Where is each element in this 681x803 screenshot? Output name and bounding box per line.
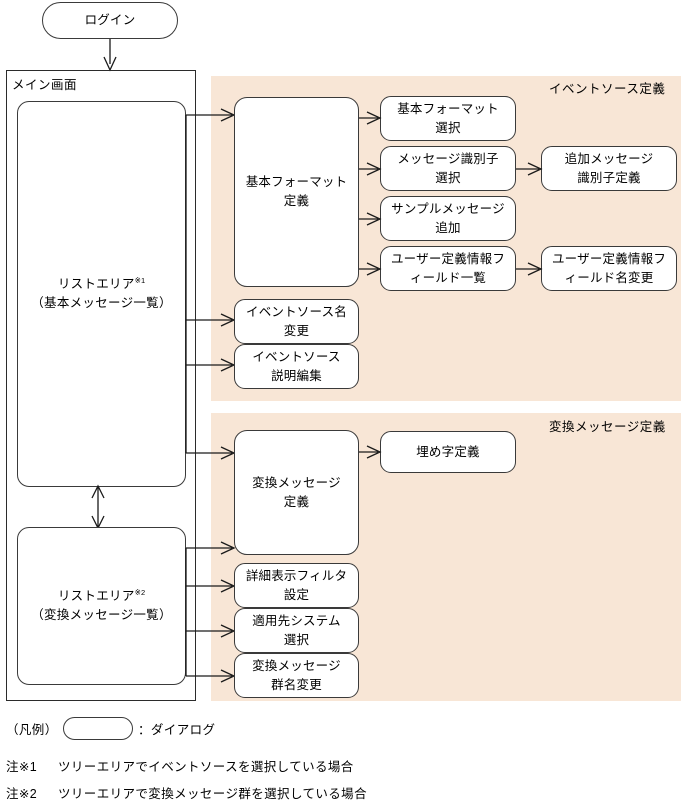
list-area-basic-messages-text: リストエリア※1 （基本メッセージ一覧） bbox=[31, 275, 172, 314]
node-user-defined-info-field-list[interactable]: ユーザー定義情報フ ィールド一覧 bbox=[380, 246, 516, 291]
legend-dialog-shape bbox=[63, 717, 133, 740]
node-sample-message-add[interactable]: サンプルメッセージ 追加 bbox=[380, 196, 516, 241]
node-conversion-message-definition[interactable]: 変換メッセージ 定義 bbox=[234, 430, 359, 555]
node-conversion-message-group-rename[interactable]: 変換メッセージ 群名変更 bbox=[234, 653, 359, 698]
panel-label-event-source-definition: イベントソース定義 bbox=[549, 82, 666, 96]
note-1-text: ツリーエリアでイベントソースを選択している場合 bbox=[58, 760, 354, 774]
main-screen-box bbox=[6, 70, 196, 701]
note-2-text: ツリーエリアで変換メッセージ群を選択している場合 bbox=[58, 787, 367, 801]
node-embedded-char-definition[interactable]: 埋め字定義 bbox=[380, 431, 516, 473]
note-1-mark: 注※1 bbox=[6, 760, 38, 774]
list-area-2-name: リストエリア bbox=[57, 588, 135, 603]
node-basic-format-select[interactable]: 基本フォーマット 選択 bbox=[380, 96, 516, 141]
legend-prefix: （凡例） bbox=[6, 723, 58, 737]
list-area-1-note-mark: ※1 bbox=[134, 275, 146, 285]
note-2-mark: 注※2 bbox=[6, 787, 38, 801]
node-event-source-rename[interactable]: イベントソース名 変更 bbox=[234, 299, 359, 344]
node-message-identifier-select[interactable]: メッセージ識別子 選択 bbox=[380, 146, 516, 191]
legend-dialog-meaning: ：ダイアログ bbox=[138, 723, 216, 737]
list-area-1-sub: （基本メッセージ一覧） bbox=[31, 296, 172, 311]
list-area-1-name: リストエリア bbox=[57, 276, 135, 291]
node-event-source-description-edit[interactable]: イベントソース 説明編集 bbox=[234, 344, 359, 389]
list-area-basic-messages[interactable]: リストエリア※1 （基本メッセージ一覧） bbox=[17, 101, 186, 487]
node-target-system-select[interactable]: 適用先システム 選択 bbox=[234, 608, 359, 653]
node-basic-format-definition[interactable]: 基本フォーマット 定義 bbox=[234, 97, 359, 287]
list-area-conversion-messages-text: リストエリア※2 （変換メッセージ一覧） bbox=[31, 587, 172, 626]
node-login-label: ログイン bbox=[84, 13, 136, 28]
panel-label-conversion-message-definition: 変換メッセージ定義 bbox=[549, 420, 666, 434]
list-area-2-note-mark: ※2 bbox=[134, 587, 146, 597]
node-detail-display-filter-setting[interactable]: 詳細表示フィルタ 設定 bbox=[234, 563, 359, 608]
list-area-conversion-messages[interactable]: リストエリア※2 （変換メッセージ一覧） bbox=[17, 527, 186, 685]
node-user-defined-info-field-rename[interactable]: ユーザー定義情報フ ィールド名変更 bbox=[541, 246, 677, 291]
node-login[interactable]: ログイン bbox=[42, 2, 178, 39]
main-screen-label: メイン画面 bbox=[12, 78, 78, 92]
node-additional-message-identifier-definition[interactable]: 追加メッセージ 識別子定義 bbox=[541, 146, 677, 191]
list-area-2-sub: （変換メッセージ一覧） bbox=[31, 608, 172, 623]
